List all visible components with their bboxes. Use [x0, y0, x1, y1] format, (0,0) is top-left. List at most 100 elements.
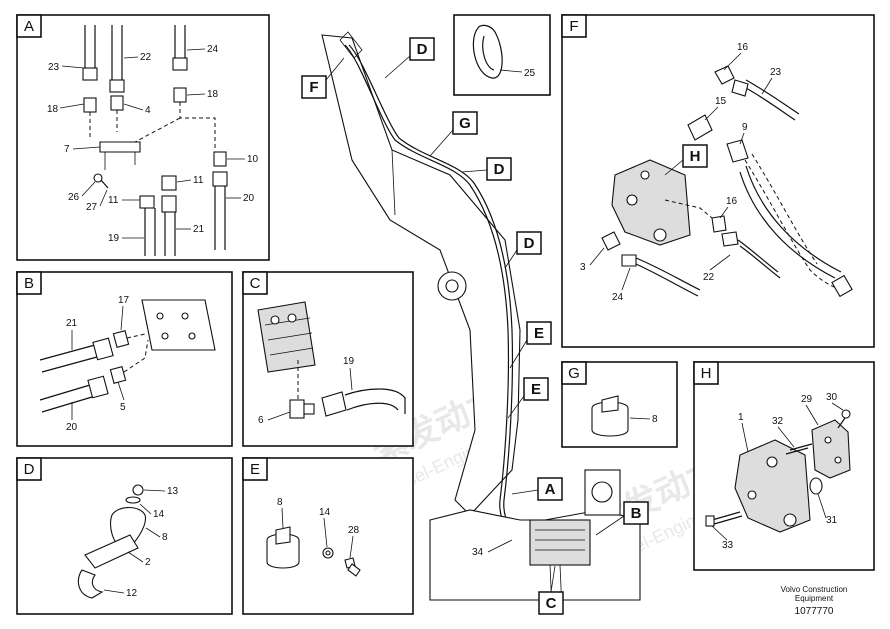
- label-10: 10: [247, 154, 259, 165]
- callout-box: [523, 377, 549, 401]
- label-21: 21: [66, 318, 78, 329]
- callout-box: [526, 321, 552, 345]
- label-11: 11: [193, 175, 204, 186]
- label-8: 8: [162, 532, 168, 543]
- label-18: 18: [207, 89, 219, 100]
- label-8: 8: [652, 414, 658, 425]
- callout-box: [537, 477, 563, 501]
- panel-c-letter: C: [250, 275, 261, 292]
- label-20: 20: [243, 193, 255, 204]
- panel-d-letter: D: [24, 461, 35, 478]
- footer-doc-number: 1077770: [795, 606, 834, 617]
- label-32: 32: [772, 416, 784, 427]
- label-29: 29: [801, 394, 813, 405]
- callout-d: D: [524, 235, 535, 252]
- label-27: 27: [86, 202, 98, 213]
- valve-cover: [811, 419, 851, 479]
- label-3: 3: [580, 262, 586, 273]
- label-20: 20: [66, 422, 78, 433]
- panel-a-letter: A: [24, 18, 34, 35]
- label-30: 30: [826, 392, 838, 403]
- label-33: 33: [722, 540, 734, 551]
- main-boom-view: 34: [321, 31, 641, 611]
- label-28: 28: [348, 525, 360, 536]
- label-8: 8: [277, 497, 283, 508]
- panel-f-letter: F: [569, 18, 578, 35]
- label-2: 2: [145, 557, 151, 568]
- label-24: 24: [612, 292, 624, 303]
- main-callouts: D F G D D E E A B C: [301, 37, 649, 615]
- callout-h: H: [690, 148, 701, 165]
- label-9: 9: [742, 122, 748, 133]
- panel-b: B 17 21 5 20: [16, 271, 233, 447]
- cable-tie: [472, 24, 503, 79]
- bolt: [347, 563, 361, 577]
- label-6: 6: [258, 415, 264, 426]
- bracket: [99, 141, 141, 153]
- callout-d: D: [494, 161, 505, 178]
- footer: Volvo Construction Equipment 1077770: [781, 585, 848, 617]
- label-15: 15: [715, 96, 727, 107]
- label-26: 26: [68, 192, 80, 203]
- label-22: 22: [140, 52, 152, 63]
- callout-a: A: [545, 481, 556, 498]
- label-17: 17: [118, 295, 130, 306]
- label-19: 19: [343, 356, 355, 367]
- label-16: 16: [726, 196, 738, 207]
- label-19: 19: [108, 233, 120, 244]
- panel-f-frame: [561, 14, 875, 348]
- label-4: 4: [145, 105, 151, 116]
- label-5: 5: [120, 402, 126, 413]
- label-7: 7: [64, 144, 70, 155]
- callout-box: [486, 157, 512, 181]
- panel-clip: 25: [453, 14, 551, 96]
- mounting-plate: [141, 299, 216, 351]
- callout-g: G: [459, 115, 471, 132]
- label-22: 22: [703, 272, 715, 283]
- label-23: 23: [48, 62, 60, 73]
- footer-company-line2: Equipment: [795, 594, 834, 603]
- label-1: 1: [738, 412, 744, 423]
- hook-bracket: [77, 569, 104, 599]
- callout-box: [516, 231, 542, 255]
- callout-b: B: [631, 505, 642, 522]
- panel-e: E 8 14 28: [242, 457, 414, 615]
- bracket-plate: [84, 534, 139, 569]
- panel-h-letter: H: [701, 365, 712, 382]
- panel-g-letter: G: [568, 365, 580, 382]
- callout-c: C: [546, 595, 557, 612]
- label-34: 34: [472, 547, 484, 558]
- label-14: 14: [153, 509, 165, 520]
- callout-box: [409, 37, 435, 61]
- label-13: 13: [167, 486, 179, 497]
- callout-box: [452, 111, 478, 135]
- callout-e: E: [531, 381, 541, 398]
- label-14: 14: [319, 507, 331, 518]
- callout-box: [623, 501, 649, 525]
- label-21: 21: [193, 224, 205, 235]
- panel-h: H 1 30 29 32 31 33: [693, 361, 875, 571]
- label-24: 24: [207, 44, 219, 55]
- label-12: 12: [126, 588, 138, 599]
- panel-e-frame: [242, 457, 414, 615]
- panel-f: F H 16 23 15 9 16 3 22: [561, 14, 875, 348]
- valve-body: [734, 439, 811, 533]
- footer-company-line1: Volvo Construction: [781, 585, 848, 594]
- label-25: 25: [524, 68, 536, 79]
- valve-body: [611, 159, 691, 246]
- callout-e: E: [534, 325, 544, 342]
- panel-b-letter: B: [24, 275, 34, 292]
- panel-a: A 23 22 24 18 4 18 7: [16, 14, 270, 261]
- label-11: 11: [108, 195, 119, 206]
- o-ring: [809, 477, 823, 495]
- label-18: 18: [47, 104, 59, 115]
- panel-d: D 13 14 8 2 12: [16, 457, 233, 615]
- callout-f: F: [309, 79, 318, 96]
- boom-arm: [321, 34, 521, 516]
- panel-g: G 8: [561, 361, 678, 448]
- label-23: 23: [770, 67, 782, 78]
- panel-a-frame: [16, 14, 270, 261]
- panel-c: C 19 6: [242, 271, 414, 447]
- label-16: 16: [737, 42, 749, 53]
